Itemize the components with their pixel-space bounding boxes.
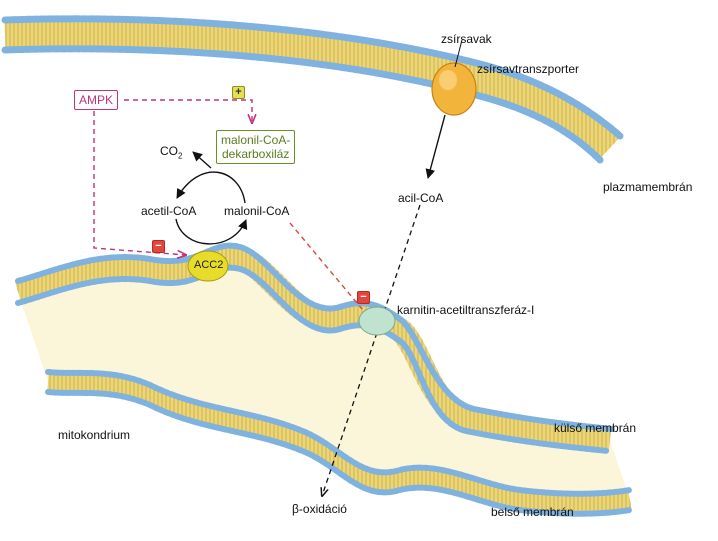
label-co2: CO2 [160, 144, 182, 163]
label-plasma-membrane: plazmamembrán [603, 180, 693, 194]
plasma-membrane-bilayer [1, 15, 624, 164]
cpt1-enzyme [358, 306, 396, 336]
ampk-to-acc2-arrow [93, 111, 186, 255]
outer-membrane-bilayer [14, 242, 615, 454]
malonyl-coa-decarboxylase-box: malonil-CoA- dekarboxiláz [216, 130, 296, 164]
inhibition-minus-sign-cpt1: − [357, 291, 370, 304]
cycle-bottom-arc [175, 218, 248, 245]
mcd-line1: malonil-CoA- [221, 133, 291, 147]
fatty-acid-transporter-shape [431, 62, 477, 116]
ampk-box: AMPK [74, 90, 119, 110]
label-inner-membrane: belső membrán [491, 505, 574, 519]
label-beta-oxidation: β-oxidáció [292, 502, 347, 516]
inner-membrane-bilayer [45, 369, 633, 517]
co2-subscript: 2 [178, 151, 183, 161]
transport-arrow [425, 114, 446, 179]
co2-release-arrow [192, 151, 212, 169]
label-fatty-acids: zsírsavak [441, 32, 492, 46]
label-acyl-coa: acil-CoA [398, 191, 444, 205]
cycle-top-arc [176, 171, 246, 204]
label-outer-membrane: külső membrán [554, 421, 637, 435]
label-cpt1: karnitin-acetiltranszferáz-I [397, 303, 535, 317]
label-acetyl-coa: acetil-CoA [141, 204, 197, 218]
label-mitochondrion: mitokondrium [58, 428, 131, 442]
malonyl-inhibits-cpt1 [289, 222, 363, 310]
label-fatty-acid-transporter: zsírsavtranszporter [477, 62, 580, 76]
inhibition-minus-sign-acc2: − [152, 240, 165, 253]
co2-main: CO [160, 144, 178, 158]
mito-matrix [18, 256, 630, 504]
mcd-line2: dekarboxiláz [221, 147, 290, 161]
beta-oxidation-path [322, 204, 421, 496]
label-acc2: ACC2 [194, 259, 224, 271]
label-malonyl-coa: malonil-CoA [224, 204, 290, 218]
activation-plus-sign: + [232, 86, 245, 99]
ampk-to-mcd-arrow [124, 99, 252, 123]
acc2-enzyme [187, 250, 229, 282]
